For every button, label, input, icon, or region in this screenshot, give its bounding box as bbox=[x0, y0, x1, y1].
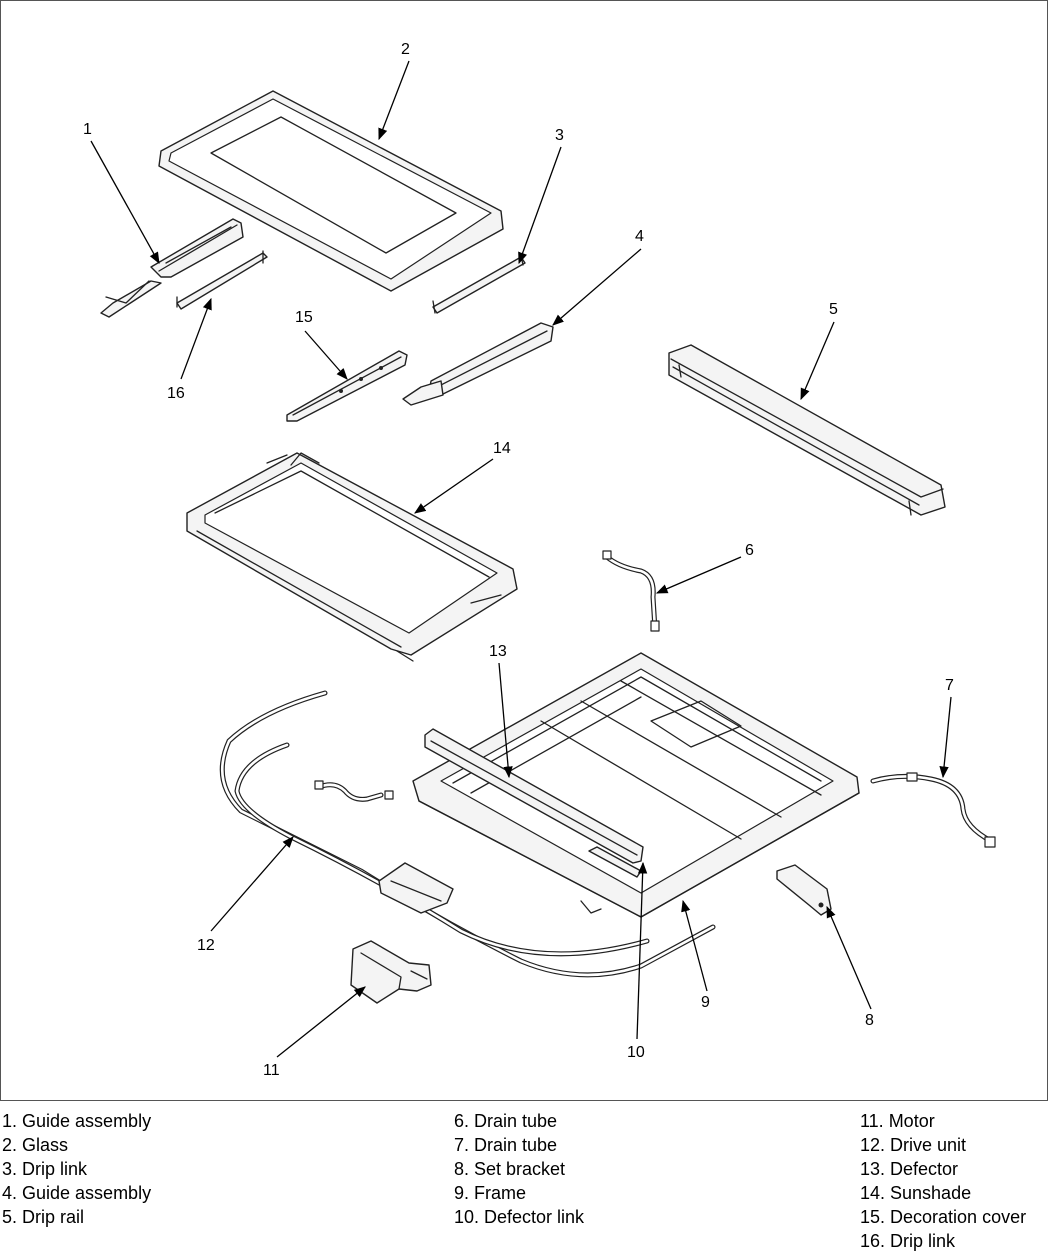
sunshade-part bbox=[186, 452, 518, 662]
legend-item: 15. Decoration cover bbox=[860, 1207, 1027, 1227]
drip-rail-part bbox=[668, 344, 946, 516]
drain-tube-7-part bbox=[870, 772, 996, 848]
callout-16: 16 bbox=[167, 297, 212, 402]
legend-item: 5. Drip rail bbox=[2, 1207, 85, 1227]
callout-9: 9 bbox=[681, 899, 710, 1011]
callout-number: 16 bbox=[167, 385, 185, 402]
callout-number: 4 bbox=[635, 228, 644, 245]
callout-number: 7 bbox=[945, 677, 954, 694]
legend-item: 4. Guide assembly bbox=[2, 1183, 152, 1203]
set-bracket-part bbox=[776, 864, 832, 916]
callout-12: 12 bbox=[197, 836, 294, 954]
legend-item: 1. Guide assembly bbox=[2, 1111, 152, 1131]
legend-item: 7. Drain tube bbox=[454, 1135, 558, 1155]
guide-assembly-right-part bbox=[402, 322, 554, 406]
callout-number: 5 bbox=[829, 301, 838, 318]
guide-assembly-left-part bbox=[100, 218, 244, 318]
drip-link-left-part bbox=[176, 250, 268, 310]
callout-15: 15 bbox=[295, 309, 348, 380]
legend-item: 3. Drip link bbox=[2, 1159, 88, 1179]
exploded-view: 1 2 3 4 5 6 7 8 9 10 11 12 bbox=[83, 41, 996, 1079]
callout-10: 10 bbox=[627, 861, 648, 1061]
callout-8: 8 bbox=[826, 905, 874, 1029]
callout-number: 2 bbox=[401, 41, 410, 58]
callout-14: 14 bbox=[414, 440, 511, 514]
defector-part bbox=[424, 728, 644, 864]
callout-number: 1 bbox=[83, 121, 92, 138]
drive-unit-part bbox=[219, 690, 716, 978]
legend-item: 14. Sunshade bbox=[860, 1183, 972, 1203]
callout-number: 8 bbox=[865, 1012, 874, 1029]
callout-number: 11 bbox=[263, 1062, 280, 1079]
motor-part bbox=[350, 940, 432, 1004]
callout-number: 6 bbox=[745, 542, 754, 559]
callout-number: 14 bbox=[493, 440, 511, 457]
legend-item: 11. Motor bbox=[860, 1111, 935, 1131]
callout-number: 10 bbox=[627, 1044, 645, 1061]
frame-part bbox=[412, 652, 860, 918]
callout-7: 7 bbox=[939, 677, 954, 779]
callout-3: 3 bbox=[518, 127, 564, 265]
legend-item: 10. Defector link bbox=[454, 1207, 585, 1227]
legend-item: 13. Defector bbox=[860, 1159, 959, 1179]
legend-item: 9. Frame bbox=[454, 1183, 527, 1203]
legend-item: 2. Glass bbox=[2, 1135, 69, 1155]
callout-11: 11 bbox=[263, 986, 366, 1079]
legend-item: 16. Drip link bbox=[860, 1231, 956, 1251]
legend-item: 12. Drive unit bbox=[860, 1135, 967, 1155]
legend-item: 6. Drain tube bbox=[454, 1111, 558, 1131]
callout-number: 15 bbox=[295, 309, 313, 326]
legend-column-3: 11. Motor 12. Drive unit 13. Defector 14… bbox=[860, 1109, 1026, 1253]
drip-link-right-part bbox=[432, 254, 526, 314]
legend-item: 8. Set bracket bbox=[454, 1159, 566, 1179]
callout-4: 4 bbox=[552, 228, 644, 326]
callout-number: 12 bbox=[197, 937, 215, 954]
callout-number: 13 bbox=[489, 643, 507, 660]
callout-5: 5 bbox=[800, 301, 838, 401]
glass-part bbox=[158, 90, 504, 292]
decoration-cover-part bbox=[286, 350, 408, 422]
drain-tube-6-part bbox=[602, 550, 660, 632]
callout-1: 1 bbox=[83, 121, 160, 265]
diagram-frame: 1 2 3 4 5 6 7 8 9 10 11 12 bbox=[0, 0, 1048, 1101]
callout-6: 6 bbox=[655, 542, 754, 594]
legend-column-2: 6. Drain tube 7. Drain tube 8. Set brack… bbox=[454, 1109, 584, 1229]
legend-column-1: 1. Guide assembly 2. Glass 3. Drip link … bbox=[2, 1109, 151, 1229]
callout-number: 3 bbox=[555, 127, 564, 144]
callout-2: 2 bbox=[378, 41, 410, 141]
callout-number: 9 bbox=[701, 994, 710, 1011]
callout-13: 13 bbox=[489, 643, 513, 779]
parts-legend: 1. Guide assembly 2. Glass 3. Drip link … bbox=[0, 1101, 1050, 1252]
